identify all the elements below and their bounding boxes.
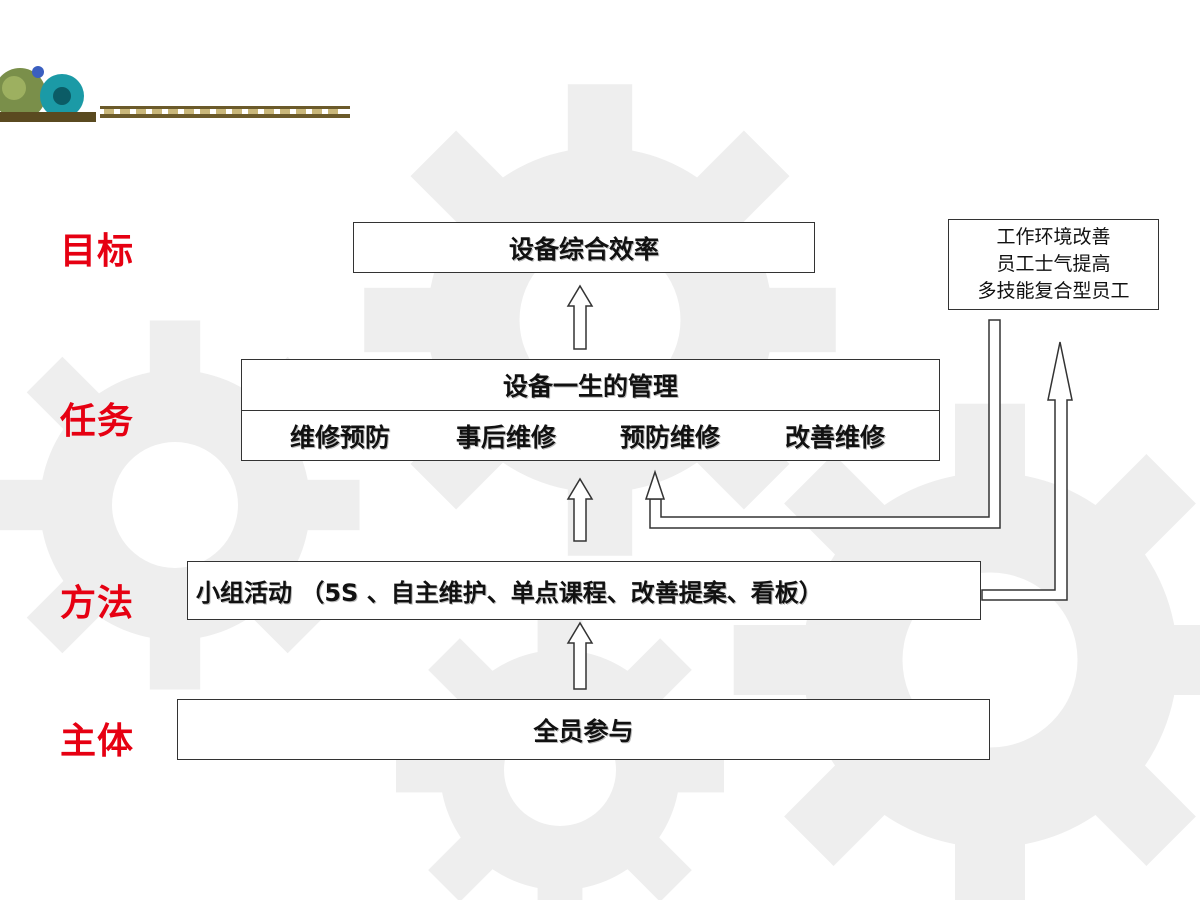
tasks-box: 设备一生的管理 维修预防 事后维修 预防维修 改善维修 (241, 359, 940, 461)
tasks-box-items: 维修预防 事后维修 预防维修 改善维修 (242, 411, 939, 461)
benefit-line: 多技能复合型员工 (977, 280, 1130, 302)
goal-box-text: 设备综合效率 (508, 234, 659, 264)
task-item: 维修预防 (290, 423, 391, 452)
subject-box: 全员参与 (177, 699, 990, 760)
task-item: 改善维修 (785, 423, 886, 452)
row-label-method: 方法 (60, 583, 135, 624)
task-item: 事后维修 (456, 423, 557, 452)
benefit-line: 员工士气提高 (996, 253, 1111, 275)
method-box-text: 小组活动 （5S 、自主维护、单点课程、改善提案、看板） (196, 579, 823, 607)
gear-logo-icon (0, 66, 350, 122)
row-label-subject: 主体 (60, 721, 135, 762)
tasks-box-title: 设备一生的管理 (502, 372, 678, 401)
goal-box: 设备综合效率 (353, 222, 815, 273)
benefit-line: 工作环境改善 (996, 226, 1111, 248)
row-label-task: 任务 (60, 401, 135, 442)
subject-box-text: 全员参与 (533, 716, 634, 746)
row-label-goal: 目标 (60, 231, 135, 272)
tasks-box-title-cell: 设备一生的管理 (242, 360, 939, 411)
task-item: 预防维修 (620, 423, 721, 452)
benefits-box: 工作环境改善 员工士气提高 多技能复合型员工 (948, 219, 1159, 310)
method-box: 小组活动 （5S 、自主维护、单点课程、改善提案、看板） (187, 561, 981, 620)
